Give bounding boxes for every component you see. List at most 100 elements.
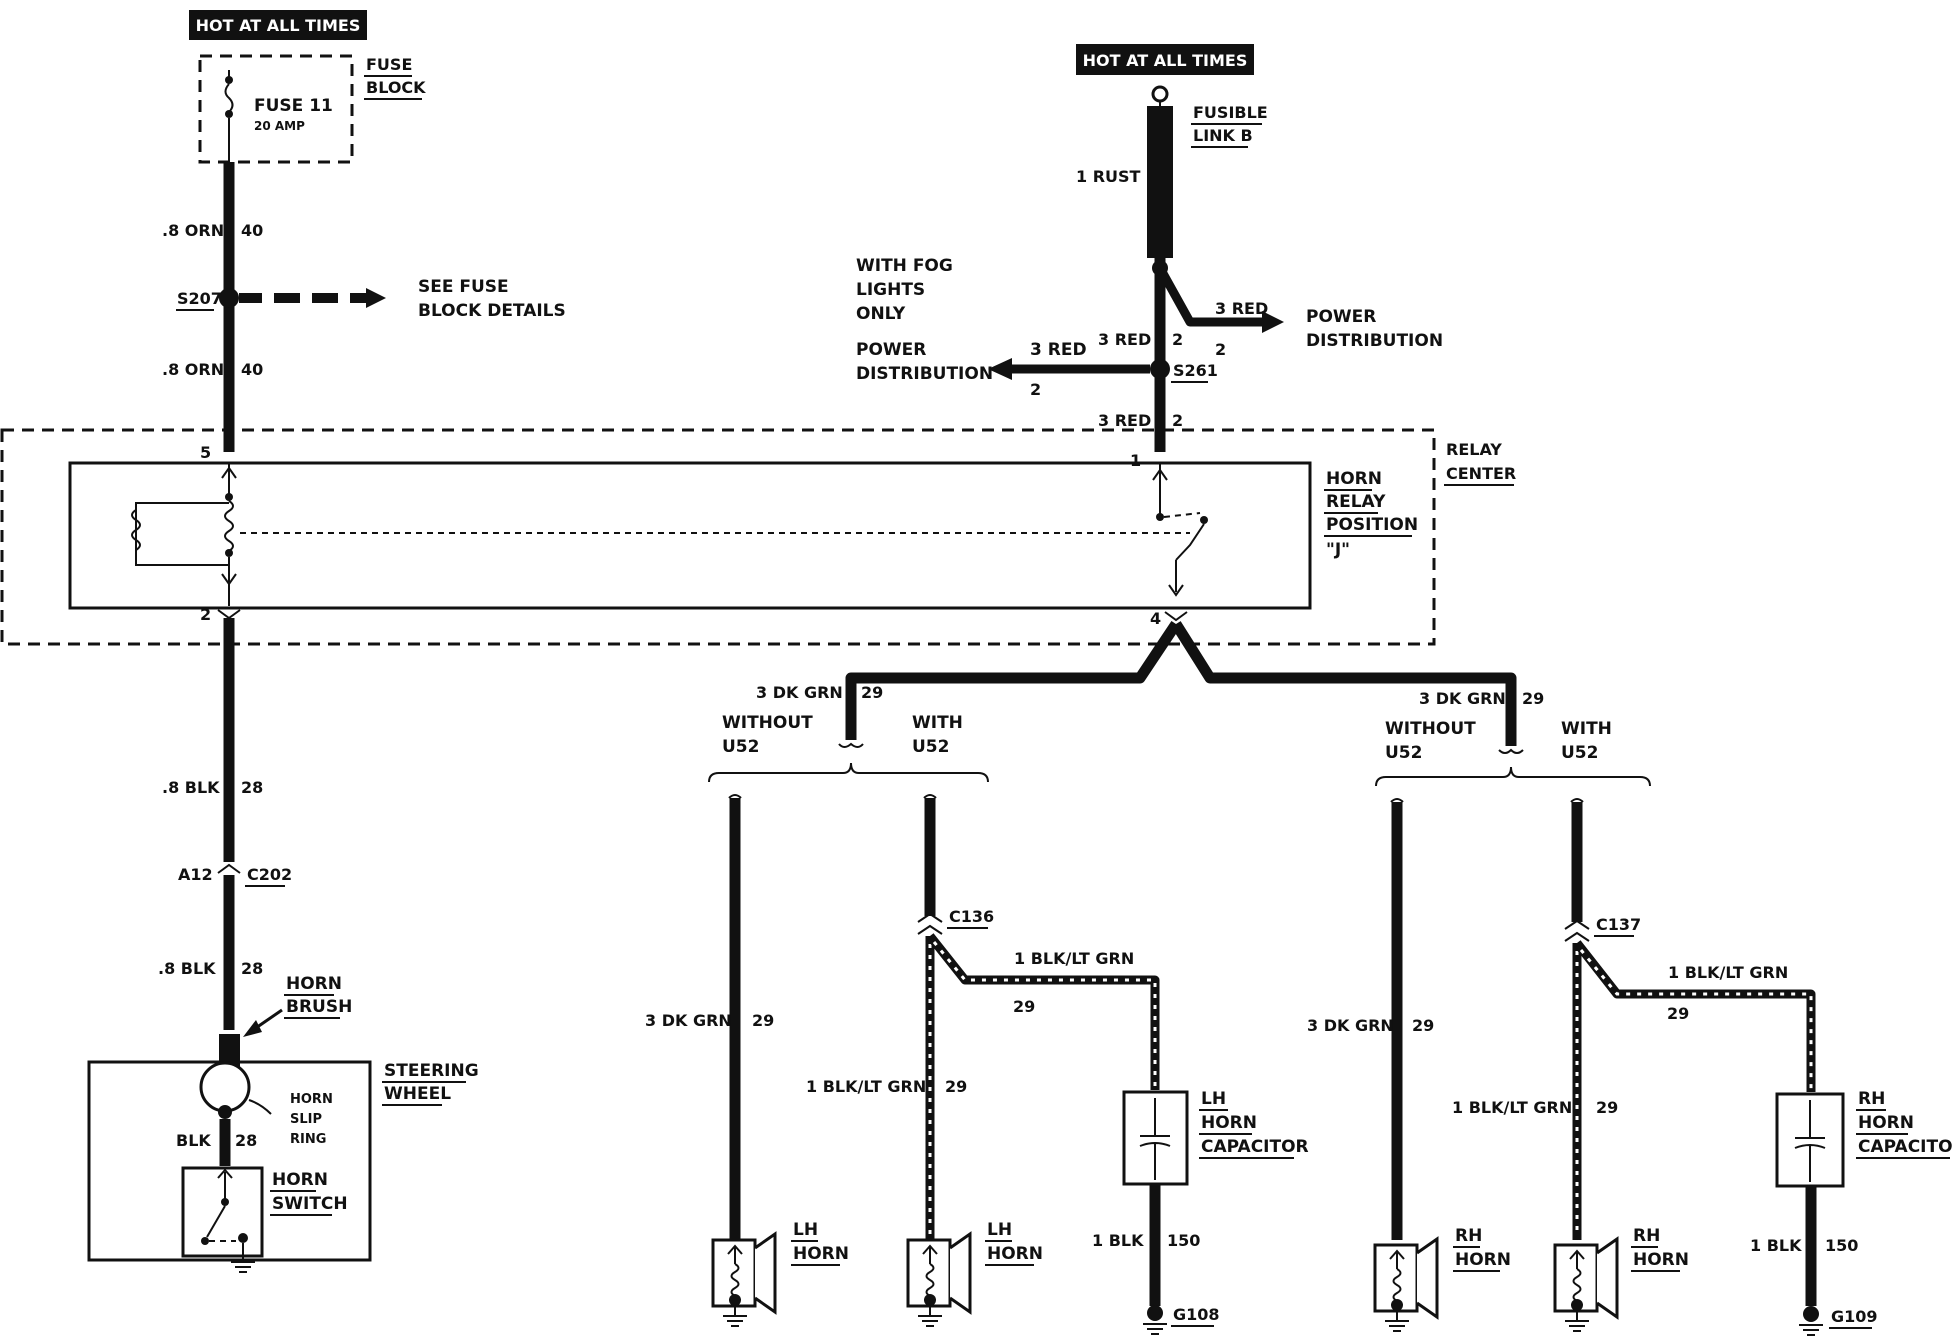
power-dist-right-2: DISTRIBUTION [1306, 331, 1443, 351]
hot-at-all-times-tag-left: HOT AT ALL TIMES [189, 10, 367, 40]
relay-center-label-2: CENTER [1446, 464, 1516, 483]
fuse-block: FUSE 11 20 AMP [198, 54, 354, 164]
slip-ring-label-3: RING [290, 1132, 326, 1147]
pin-2: 2 [200, 605, 211, 624]
rh-horn-without-u52 [1373, 1236, 1439, 1332]
horn-brush-label-2: BRUSH [286, 997, 352, 1017]
wire-label-orn-1: .8 ORN [162, 221, 224, 240]
blk-circuit-2: 28 [241, 959, 263, 978]
lh-cap-label-1: LH [1201, 1089, 1226, 1109]
rh-cap-label-3: CAPACITOR [1858, 1137, 1954, 1157]
rh-horn-capacitor [1775, 1092, 1845, 1188]
rh-with-circuit: 29 [1596, 1098, 1618, 1117]
lh-without-size: 3 DK GRN [645, 1011, 732, 1030]
g109-label: G109 [1831, 1307, 1878, 1326]
c202-name: C202 [247, 865, 292, 884]
lh-horn-1-label-1: LH [793, 1220, 818, 1240]
left-with-2: U52 [912, 737, 949, 757]
rh-cap-label-1: RH [1858, 1089, 1885, 1109]
red-left-size: 3 RED [1030, 340, 1087, 360]
rh-cap-label-2: HORN [1858, 1113, 1914, 1133]
fusible-link-b [1147, 85, 1173, 258]
g108-label: G108 [1173, 1305, 1220, 1324]
horns [711, 1231, 1619, 1332]
blk-short-circuit: 28 [235, 1131, 257, 1150]
wire-red-power-right [1156, 265, 1264, 327]
hot-at-all-times-tag-right: HOT AT ALL TIMES [1076, 44, 1254, 75]
pin-5: 5 [200, 443, 211, 462]
fusible-link-label-1: FUSIBLE [1193, 103, 1268, 122]
horn-switch [181, 1166, 264, 1273]
rh-without-circuit: 29 [1412, 1016, 1434, 1035]
lh-with-circuit: 29 [945, 1077, 967, 1096]
rh-horn-1-label-1: RH [1455, 1226, 1482, 1246]
left-without-1: WITHOUT [722, 713, 813, 733]
right-with-2: U52 [1561, 743, 1598, 763]
blk-label-1: .8 BLK [162, 778, 220, 797]
blk-short-label: BLK [176, 1131, 211, 1150]
slip-ring-label-1: HORN [290, 1092, 333, 1107]
horn-relay [68, 461, 1312, 610]
svg-text:HOT AT ALL TIMES: HOT AT ALL TIMES [1083, 51, 1248, 70]
horn-relay-label-2: RELAY [1326, 492, 1386, 512]
wire-blkltgrn-rh-cap [1573, 940, 1816, 1092]
horn-relay-label-1: HORN [1326, 469, 1382, 489]
blk-circuit-1: 28 [241, 778, 263, 797]
horn-brush-label-1: HORN [286, 974, 342, 994]
right-with-1: WITH [1561, 719, 1612, 739]
fuse-name: FUSE 11 [254, 96, 333, 116]
rh-horn-with-u52 [1553, 1236, 1619, 1332]
relay-center-label-1: RELAY [1446, 440, 1502, 459]
splice-s261: S261 [988, 358, 1218, 383]
right-without-2: U52 [1385, 743, 1422, 763]
fog-note-3: ONLY [856, 304, 906, 324]
c202-pin: A12 [178, 865, 213, 884]
pin-1: 1 [1130, 451, 1141, 470]
lh-horn-2-label-2: HORN [987, 1244, 1043, 1264]
power-dist-left-2: DISTRIBUTION [856, 364, 993, 384]
c137-label: C137 [1596, 915, 1641, 934]
rh-without-size: 3 DK GRN [1307, 1016, 1394, 1035]
s207-note-1: SEE FUSE [418, 277, 509, 297]
fusible-link-wire: 1 RUST [1076, 167, 1141, 186]
svg-text:S207: S207 [177, 289, 222, 308]
lh-cap-label-2: HORN [1201, 1113, 1257, 1133]
fuse-block-label-1: FUSE [366, 55, 412, 74]
wire-blkltgrn-lh-cap [926, 933, 1160, 1090]
rh-horn-2-label-1: RH [1633, 1226, 1660, 1246]
splice-s207: S207 [176, 288, 386, 311]
left-with-1: WITH [912, 713, 963, 733]
svg-text:S261: S261 [1173, 361, 1218, 380]
lh-with-size: 1 BLK/LT GRN [806, 1077, 926, 1096]
dkgrn-right-circuit: 29 [1522, 689, 1544, 708]
rh-with-size: 1 BLK/LT GRN [1452, 1098, 1572, 1117]
lh-cap-wire-size: 1 BLK/LT GRN [1014, 949, 1134, 968]
rh-horn-2-label-2: HORN [1633, 1250, 1689, 1270]
c136-label: C136 [949, 907, 994, 926]
dkgrn-left-size: 3 DK GRN [756, 683, 843, 702]
red-lower-circuit: 2 [1172, 411, 1183, 430]
steering-label-1: STEERING [384, 1061, 479, 1081]
fuse-rating: 20 AMP [254, 119, 305, 133]
power-dist-left-1: POWER [856, 340, 926, 360]
right-without-1: WITHOUT [1385, 719, 1476, 739]
steering-label-2: WHEEL [384, 1084, 451, 1104]
red-right-circuit: 2 [1215, 340, 1226, 359]
lh-horn-1-label-2: HORN [793, 1244, 849, 1264]
dkgrn-right-size: 3 DK GRN [1419, 689, 1506, 708]
fusible-link-label-2: LINK B [1193, 126, 1253, 145]
slip-ring-label-2: SLIP [290, 1112, 322, 1127]
blk-label-2: .8 BLK [158, 959, 216, 978]
horn-switch-label-2: SWITCH [272, 1194, 348, 1214]
horn-switch-label-1: HORN [272, 1170, 328, 1190]
lh-cap-label-3: CAPACITOR [1201, 1137, 1309, 1157]
horn-slip-ring [199, 1061, 251, 1113]
g109-wire-circuit: 150 [1825, 1236, 1858, 1255]
pin-4: 4 [1150, 609, 1161, 628]
power-dist-right-1: POWER [1306, 307, 1376, 327]
lh-cap-wire-circuit: 29 [1013, 997, 1035, 1016]
g108-wire-size: 1 BLK [1092, 1231, 1144, 1250]
rh-cap-wire-size: 1 BLK/LT GRN [1668, 963, 1788, 982]
red-lower-size: 3 RED [1098, 411, 1151, 430]
